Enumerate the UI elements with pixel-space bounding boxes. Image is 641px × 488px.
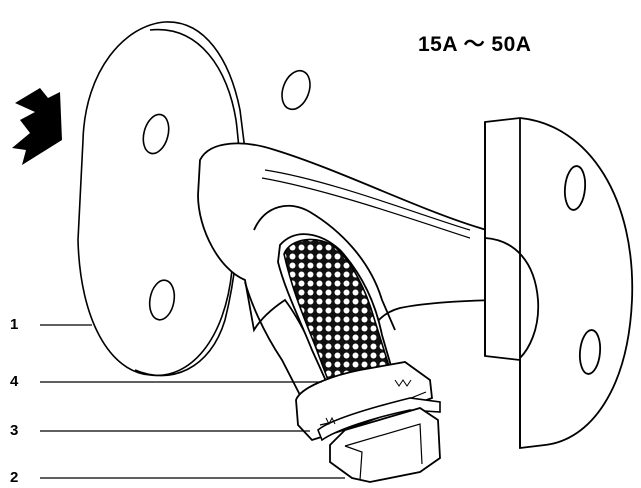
screen-cap-assembly xyxy=(295,361,441,483)
callout-2: 2 xyxy=(10,469,19,486)
gasket xyxy=(317,397,441,442)
callout-1: 1 xyxy=(10,316,19,333)
inlet-flange-bolt-holes xyxy=(142,69,311,321)
callout-3: 3 xyxy=(10,422,19,439)
size-range-label: 15A ～ 50A xyxy=(418,33,532,56)
callout-4: 4 xyxy=(10,373,19,390)
callout-leaders xyxy=(40,324,345,479)
outlet-flange xyxy=(484,117,634,450)
flow-direction-arrow-icon xyxy=(12,88,62,165)
